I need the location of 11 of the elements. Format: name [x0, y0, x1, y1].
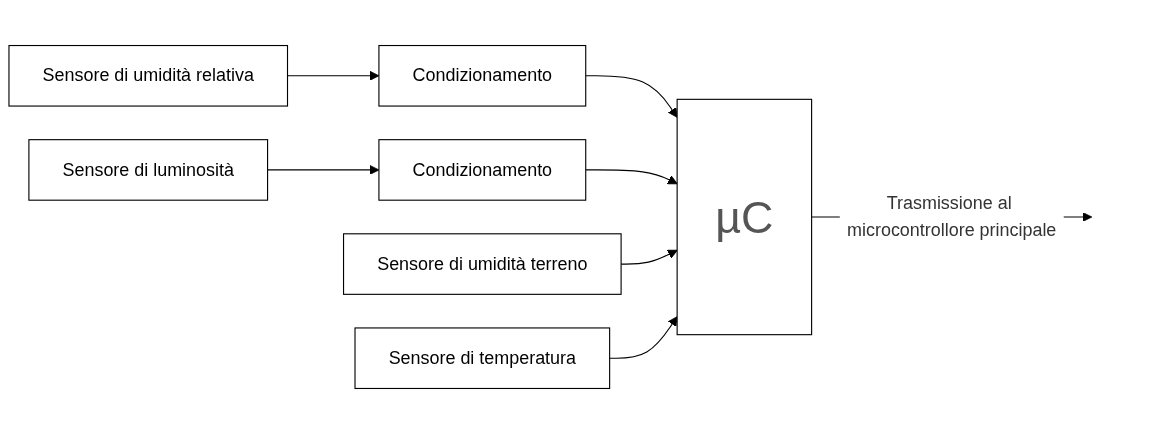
- edge-label: Trasmissione al microcontrollore principale: [847, 193, 1057, 240]
- arrow: [585, 169, 678, 185]
- arrow: [585, 75, 678, 118]
- node-box: Condizionamento: [378, 139, 587, 201]
- node-box: µC: [676, 98, 813, 336]
- node-box: Sensore di umidità terreno: [343, 233, 622, 295]
- node-box: Sensore di luminosità: [28, 139, 269, 201]
- node-box: Sensore di temperatura: [354, 327, 611, 390]
- arrow: [609, 316, 678, 359]
- node-box: Condizionamento: [378, 44, 587, 107]
- node-box: Sensore di umidità relativa: [8, 44, 289, 107]
